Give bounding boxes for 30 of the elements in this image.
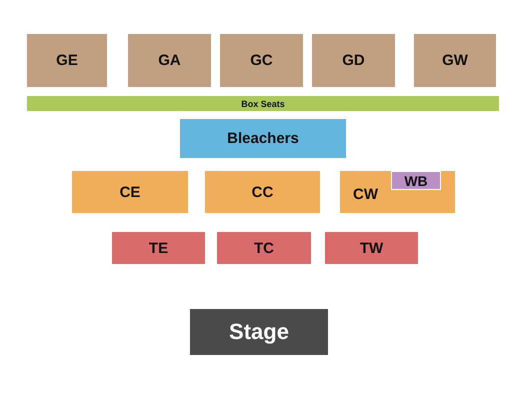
seating-section bbox=[220, 34, 303, 87]
seating-section bbox=[205, 171, 320, 213]
section-label: TW bbox=[360, 240, 384, 256]
section-label: TC bbox=[254, 240, 274, 256]
seating-section bbox=[312, 34, 395, 87]
section-label: GC bbox=[250, 52, 273, 69]
section-label: Bleachers bbox=[227, 130, 299, 147]
section-label: CE bbox=[120, 184, 140, 200]
seating-section bbox=[217, 232, 311, 264]
section-label: Box Seats bbox=[241, 98, 285, 108]
section-label: GE bbox=[56, 52, 78, 69]
section-label: GA bbox=[158, 52, 181, 69]
seating-section bbox=[112, 232, 205, 264]
seating-section bbox=[414, 34, 496, 87]
seating-section bbox=[72, 171, 188, 213]
section-label: CW bbox=[353, 186, 378, 202]
seating-section bbox=[391, 171, 441, 190]
seating-section bbox=[325, 232, 418, 264]
section-label: GW bbox=[442, 52, 468, 69]
seating-section bbox=[180, 119, 346, 158]
stage bbox=[190, 309, 328, 355]
seating-section bbox=[340, 171, 455, 213]
section-label: GD bbox=[342, 52, 365, 69]
seating-section bbox=[128, 34, 211, 87]
section-label: Stage bbox=[229, 319, 289, 345]
section-label: WB bbox=[404, 172, 428, 188]
seating-section bbox=[27, 96, 499, 111]
section-label: TE bbox=[148, 240, 168, 256]
section-label: CC bbox=[252, 184, 274, 200]
seating-section bbox=[27, 34, 107, 87]
